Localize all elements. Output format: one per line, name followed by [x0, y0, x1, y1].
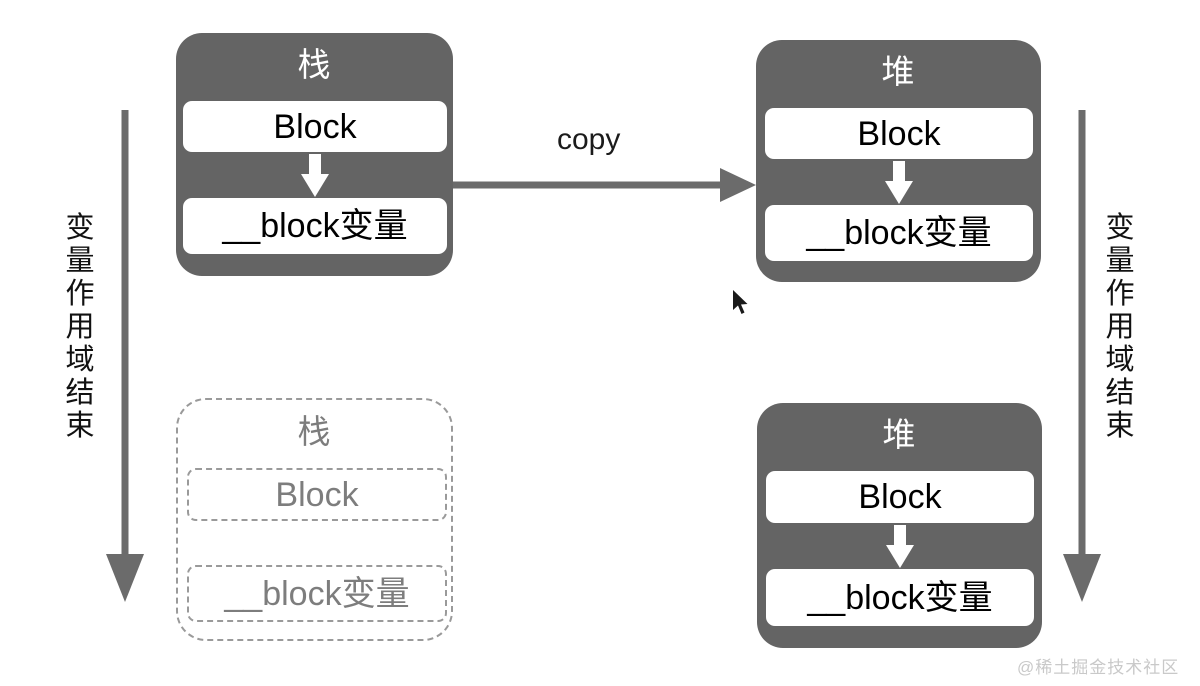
slot-block-stack-destroyed: Block [187, 468, 447, 521]
slot-blockvar-heap-survives: __block变量 [766, 569, 1034, 626]
slot-block-heap-survives: Block [766, 471, 1034, 523]
slot-blockvar-stack-live: __block变量 [183, 198, 447, 254]
mouse-cursor-icon [733, 290, 748, 314]
slot-blockvar-stack-destroyed: __block变量 [187, 565, 447, 622]
slot-block-heap-live: Block [765, 108, 1033, 159]
copy-arrow-label: copy [557, 123, 621, 156]
region-heap-live: 堆 Block __block变量 [756, 40, 1041, 282]
region-title-heap-live: 堆 [881, 53, 916, 90]
slot-blockvar-heap-live: __block变量 [765, 205, 1033, 261]
copy-arrow-icon [452, 168, 756, 202]
inner-arrow-heap-survives-icon [886, 525, 914, 568]
inner-arrow-stack-live-icon [301, 154, 329, 197]
region-stack-destroyed: 栈 Block __block变量 [176, 398, 453, 641]
region-title-stack-live: 栈 [297, 46, 332, 83]
region-stack-live: 栈 Block __block变量 [176, 33, 453, 276]
scope-label-left: 变量作用域结束 [65, 212, 95, 443]
inner-arrow-heap-live-icon [885, 161, 913, 204]
region-title-stack-destroyed: 栈 [297, 413, 332, 450]
region-title-heap-survives: 堆 [882, 416, 917, 453]
slot-block-stack-live: Block [183, 101, 447, 152]
region-heap-survives: 堆 Block __block变量 [757, 403, 1042, 648]
scope-arrow-left-icon [106, 110, 144, 602]
scope-arrow-right-icon [1063, 110, 1101, 602]
scope-label-right: 变量作用域结束 [1105, 212, 1135, 443]
watermark-label: @稀土掘金技术社区 [1017, 658, 1180, 677]
